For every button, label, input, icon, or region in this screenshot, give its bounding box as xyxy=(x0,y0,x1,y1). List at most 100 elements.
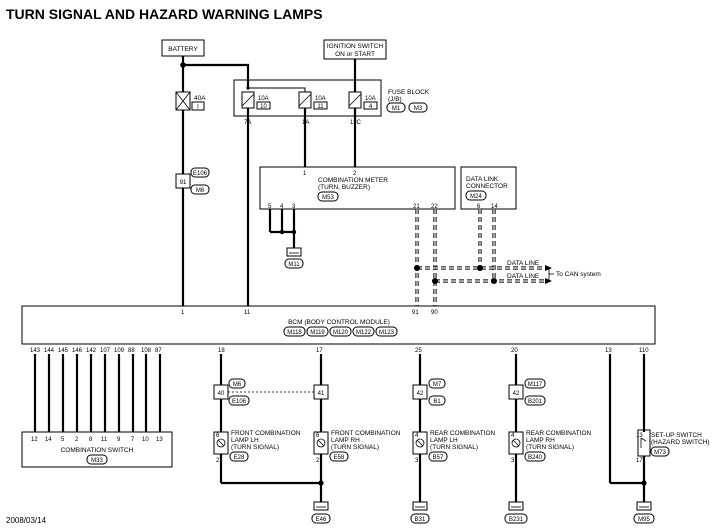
splice-dot xyxy=(291,229,297,235)
connector-tag xyxy=(386,102,406,113)
to-can-system: To CAN system xyxy=(556,271,601,278)
fuse-4-rating: 10A xyxy=(365,96,376,102)
meter-pin-4: 4 xyxy=(280,204,284,210)
fuse-element xyxy=(348,93,362,107)
splice-dot xyxy=(246,86,250,90)
bcm-box xyxy=(21,305,656,345)
bcm-pin: 20 xyxy=(511,348,518,354)
bcm-pin: 108 xyxy=(141,348,152,354)
connector-tag xyxy=(329,451,349,462)
lamp-connector: B240 xyxy=(528,455,543,461)
connector-tag xyxy=(86,454,108,465)
lamp-label: (TURN SIGNAL) xyxy=(526,444,574,451)
joint-connector-pin-number: 91 xyxy=(180,180,187,186)
ground-symbol xyxy=(313,501,329,511)
hazard-switch-sublabel: (HAZARD SWITCH) xyxy=(651,439,710,446)
lamp-pin-bottom: 2 xyxy=(216,458,220,464)
connector-tag xyxy=(428,451,448,462)
bcm-label: BCM (BODY CONTROL MODULE) xyxy=(288,319,390,326)
fuse-id-box xyxy=(363,101,378,110)
fuse-block-sublabel: (J/B) xyxy=(388,96,402,103)
connector-tag xyxy=(650,446,670,457)
diagram-title: TURN SIGNAL AND HAZARD WARNING LAMPS xyxy=(6,6,323,22)
switch-pin: 8 xyxy=(89,437,93,443)
bcm-pin: 146 xyxy=(72,348,83,354)
bcm-connectors: M118 M119 M120 M122 M123 xyxy=(283,326,398,337)
data-line-label-1: DATA LINE xyxy=(507,260,540,267)
lamp-pin-bottom: 3 xyxy=(415,458,419,464)
bcm-pin-11: 11 xyxy=(244,310,251,316)
data-line-label-2: DATA LINE xyxy=(507,273,540,280)
fusible-link-id: I xyxy=(197,105,199,111)
bcm-pin-90: 90 xyxy=(431,310,438,316)
fuse-block-connector-1: M1 xyxy=(392,106,401,112)
meter-pin-2: 2 xyxy=(353,171,357,177)
bcm-pin: 109 xyxy=(114,348,125,354)
ground-connector: M95 xyxy=(638,517,650,523)
bcm-connector-3: M120 xyxy=(333,330,349,336)
bcm-pin-91: 91 xyxy=(412,310,419,316)
hazard-switch-connector: M73 xyxy=(654,450,666,456)
meter-ground-connector: M11 xyxy=(288,262,300,268)
lamp-label: REAR COMBINATION xyxy=(430,430,496,437)
bcm-connector-5: M123 xyxy=(379,330,395,336)
fuse-block xyxy=(233,79,382,117)
lamp-label: REAR COMBINATION xyxy=(526,430,592,437)
bcm-pin: 107 xyxy=(100,348,111,354)
connector-tag xyxy=(190,184,210,195)
fusible-link-rating: 40A xyxy=(194,95,206,102)
ground-connector: E46 xyxy=(316,517,327,523)
connector-tag xyxy=(228,378,246,389)
combination-switch-connector: M33 xyxy=(91,458,103,464)
combination-switch xyxy=(21,431,173,468)
fuse-4-id: 4 xyxy=(369,104,373,110)
bulb-icon xyxy=(511,438,521,448)
fuse-element xyxy=(298,93,312,107)
connector-tag xyxy=(229,451,249,462)
connector-tag xyxy=(408,102,428,113)
connector-tag xyxy=(190,167,210,178)
splice-dot xyxy=(279,229,285,235)
inline-connector-top: M117 xyxy=(528,382,543,388)
inline-connector-bottom: B201 xyxy=(528,399,543,405)
lamp-pin-top: 4 xyxy=(415,433,419,439)
hazard-switch-pin-bottom: 17 xyxy=(636,458,643,464)
connector-tag xyxy=(524,451,546,462)
data-link-connector xyxy=(460,166,517,210)
inline-connector-top: M6 xyxy=(233,382,242,388)
switch-pin: 2 xyxy=(75,437,79,443)
bcm-pin: 143 xyxy=(30,348,41,354)
joint-connector-bottom: M6 xyxy=(196,188,205,194)
bcm-connector-2: M119 xyxy=(310,330,325,336)
hazard-switch-label: SET-UP SWITCH xyxy=(651,432,702,439)
lamp-label: LAMP LH xyxy=(430,437,458,444)
ground-symbol xyxy=(508,501,524,511)
inline-connector-bottom: B1 xyxy=(433,399,441,405)
bcm-pin: 18 xyxy=(218,348,225,354)
wire xyxy=(183,63,250,88)
connector-tag xyxy=(524,395,546,406)
ground-connector: B31 xyxy=(415,517,426,523)
fuse-10-id: 10 xyxy=(260,104,267,110)
ground-symbol xyxy=(286,247,302,257)
lamp-label: (TURN SIGNAL) xyxy=(231,444,279,451)
splice-dot xyxy=(318,480,324,486)
fuse-11-id: 11 xyxy=(317,104,324,110)
lamp-pin-top: 4 xyxy=(511,433,515,439)
switch-pin: 9 xyxy=(117,437,121,443)
combination-switch-wires xyxy=(33,354,162,432)
lamp-pin-top: 6 xyxy=(216,433,220,439)
connector-tag xyxy=(228,395,250,406)
connector-tag xyxy=(524,378,546,389)
bulb-filament xyxy=(317,439,325,447)
fusible-link-id-box xyxy=(191,101,205,111)
lamp-label: (TURN SIGNAL) xyxy=(331,444,379,451)
connector-tag xyxy=(428,378,446,389)
lamp-connector: E58 xyxy=(334,455,345,461)
connector-tag xyxy=(311,513,331,524)
data-link-pin-14: 14 xyxy=(491,204,498,210)
bcm-pin: 25 xyxy=(415,348,422,354)
switch-pin: 11 xyxy=(101,437,108,443)
bcm-pin-1: 1 xyxy=(181,310,185,316)
